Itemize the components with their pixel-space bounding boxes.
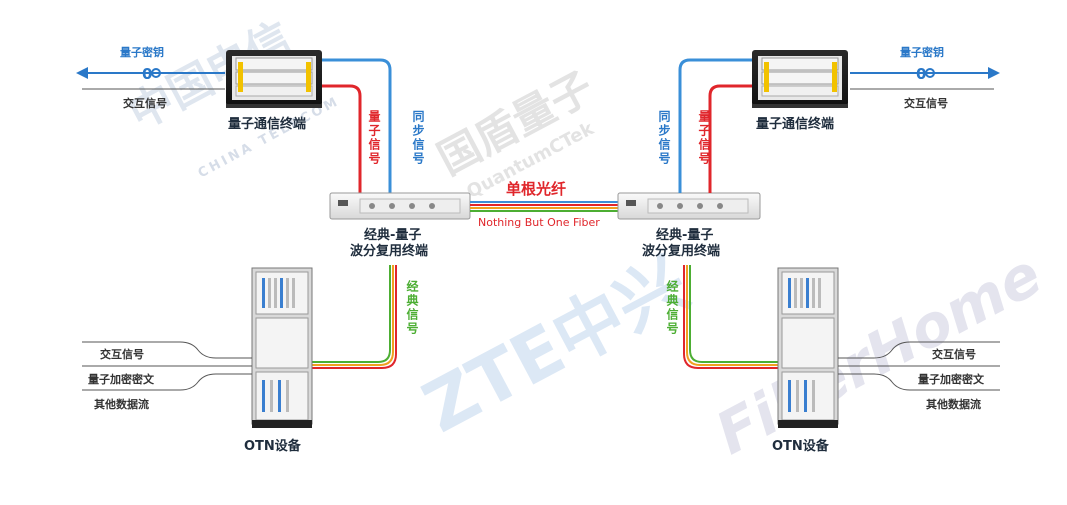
left-otn-input-1: 交互信号 xyxy=(100,348,144,361)
right-classic-signal-label: 经典信号 xyxy=(665,280,679,336)
right-otn-label: OTN设备 xyxy=(772,439,829,454)
right-otn-input-lines xyxy=(838,341,1000,391)
left-key-arrow: 0 xyxy=(76,65,225,83)
right-otn-input-2: 量子加密密文 xyxy=(918,373,984,386)
left-quantum-signal-label: 量子信号 xyxy=(367,110,381,166)
left-sync-fiber xyxy=(322,58,392,193)
right-key-label: 量子密钥 xyxy=(900,46,944,59)
left-wdm-terminal xyxy=(329,192,471,220)
right-terminal-label: 量子通信终端 xyxy=(756,117,835,132)
left-otn-rack xyxy=(251,267,313,428)
left-otn-input-lines xyxy=(82,341,252,391)
fiber-title: 单根光纤 xyxy=(506,180,567,198)
right-wdm-label-1: 经典-量子 xyxy=(656,228,714,243)
left-wdm-label-2: 波分复用终端 xyxy=(350,244,429,259)
right-wdm-terminal xyxy=(617,192,761,220)
right-key-arrow: 0 xyxy=(850,65,1000,83)
left-quantum-fiber xyxy=(322,84,362,193)
single-fiber xyxy=(470,201,618,212)
right-otn-rack xyxy=(777,267,839,428)
right-sync-signal-label: 同步信号 xyxy=(657,110,671,166)
left-wdm-label-1: 经典-量子 xyxy=(364,228,422,243)
right-wdm-label-2: 波分复用终端 xyxy=(642,244,721,259)
right-otn-input-3: 其他数据流 xyxy=(926,398,981,411)
right-quantum-signal-label: 量子信号 xyxy=(697,110,711,166)
svg-text:0: 0 xyxy=(916,65,926,83)
left-classic-fiber xyxy=(312,265,397,369)
left-otn-label: OTN设备 xyxy=(244,439,301,454)
right-quantum-fiber xyxy=(708,84,752,193)
left-terminal-label: 量子通信终端 xyxy=(228,117,307,132)
left-sync-signal-label: 同步信号 xyxy=(411,110,425,166)
right-interactive-label: 交互信号 xyxy=(904,97,948,110)
left-otn-input-3: 其他数据流 xyxy=(94,398,149,411)
left-classic-signal-label: 经典信号 xyxy=(405,280,419,336)
right-quantum-terminal xyxy=(752,50,848,108)
fiber-subtitle: Nothing But One Fiber xyxy=(478,216,600,229)
right-otn-input-1: 交互信号 xyxy=(932,348,976,361)
right-sync-fiber xyxy=(678,58,752,193)
left-quantum-terminal xyxy=(226,50,322,108)
left-key-label: 量子密钥 xyxy=(120,46,164,59)
svg-text:0: 0 xyxy=(142,65,152,83)
left-otn-input-2: 量子加密密文 xyxy=(88,373,154,386)
left-interactive-label: 交互信号 xyxy=(123,97,167,110)
right-classic-fiber xyxy=(683,265,778,369)
